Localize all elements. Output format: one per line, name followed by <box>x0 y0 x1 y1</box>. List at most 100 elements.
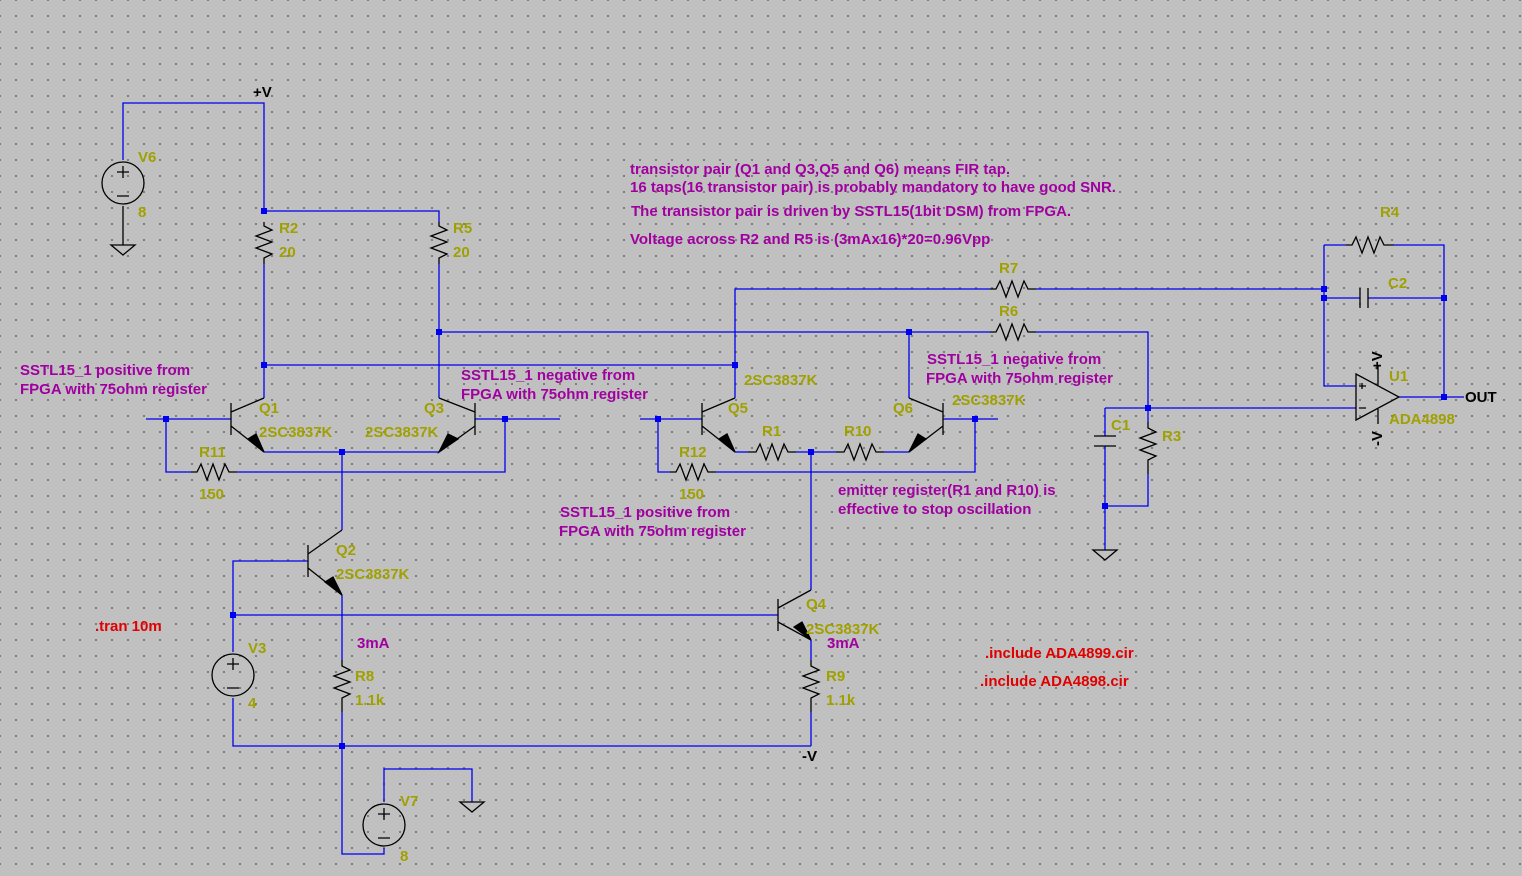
transistor-q5 <box>701 397 736 453</box>
r9-name: R9 <box>826 668 845 685</box>
u1-model: ADA4898 <box>1389 411 1455 428</box>
net-label-vminus: -V <box>802 748 817 765</box>
junction <box>261 362 267 368</box>
junction <box>1145 405 1151 411</box>
c1-name: C1 <box>1111 417 1130 434</box>
junction <box>1102 503 1108 509</box>
r7-name: R7 <box>999 260 1018 277</box>
v3-value: 4 <box>248 695 257 712</box>
r12-name: R12 <box>679 444 707 461</box>
q1-input-note-2: FPGA with 75ohm register <box>20 381 207 398</box>
q5-input-note-1: SSTL15_1 positive from <box>560 504 730 521</box>
r1-name: R1 <box>762 423 781 440</box>
wire-q5-collector-to-r7 <box>734 288 990 398</box>
wires <box>122 102 1464 855</box>
emitter-note-1: emitter register(R1 and R10) is <box>838 482 1056 499</box>
q2-name: Q2 <box>336 542 356 559</box>
resistor-r10 <box>836 442 884 462</box>
note-fir-tap: transistor pair (Q1 and Q3,Q5 and Q6) me… <box>630 161 1010 178</box>
current-note-q2: 3mA <box>357 635 390 652</box>
junction <box>732 362 738 368</box>
voltage-source-v7 <box>362 803 406 847</box>
components <box>101 161 1401 847</box>
r2-value: 20 <box>279 244 296 261</box>
q4-model: 2SC3837K <box>806 621 880 638</box>
q5-model: 2SC3837K <box>744 372 818 389</box>
directive-tran: .tran 10m <box>95 618 162 635</box>
r8-name: R8 <box>355 668 374 685</box>
resistor-r11 <box>191 462 237 482</box>
resistor-r3 <box>1138 422 1158 474</box>
q1-name: Q1 <box>259 400 279 417</box>
r10-name: R10 <box>844 423 872 440</box>
note-voltage: Voltage across R2 and R5 is (3mAx16)*20=… <box>630 231 990 248</box>
r11-name: R11 <box>199 444 226 461</box>
junction <box>1441 295 1447 301</box>
resistor-r12 <box>670 462 716 482</box>
q3-model: 2SC3837K <box>365 424 439 441</box>
q6-name: Q6 <box>893 400 913 417</box>
q3-name: Q3 <box>424 400 444 417</box>
directive-include-ada4898: .include ADA4898.cir <box>980 673 1129 690</box>
resistor-r4 <box>1346 235 1394 255</box>
ground-symbol <box>1091 549 1119 561</box>
c2-name: C2 <box>1388 275 1407 292</box>
junction <box>1321 295 1327 301</box>
wire-c1-r3 <box>1104 407 1149 550</box>
ground-symbol <box>109 206 137 256</box>
u1-name: U1 <box>1389 368 1408 385</box>
q5-input-note-2: FPGA with 75ohm register <box>559 523 746 540</box>
q3-input-note-2: FPGA with 75ohm register <box>461 386 648 403</box>
transistor-q3 <box>437 397 476 454</box>
u1-pin-vplus: +V <box>1369 351 1386 370</box>
junction <box>972 416 978 422</box>
junction <box>339 449 345 455</box>
r2-name: R2 <box>279 220 298 237</box>
junction <box>655 416 661 422</box>
net-label-vplus: +V <box>253 84 272 101</box>
ground-symbol <box>458 801 486 813</box>
junction <box>906 329 912 335</box>
spice-directives: .tran 10m .include ADA4899.cir .include … <box>95 618 1134 690</box>
net-label-out: OUT <box>1465 389 1497 406</box>
voltage-source-v3 <box>211 653 255 697</box>
note-sstl: The transistor pair is driven by SSTL15(… <box>631 203 1071 220</box>
r12-value: 150 <box>679 486 704 503</box>
q6-model: 2SC3837K <box>952 392 1026 409</box>
junction <box>502 416 508 422</box>
junctions <box>163 208 1447 749</box>
wire-r4-loop <box>1324 244 1445 397</box>
r9-value: 1.1k <box>826 692 856 709</box>
comments: transistor pair (Q1 and Q3,Q5 and Q6) me… <box>20 161 1116 652</box>
wire-r5-to-q6 <box>438 264 910 398</box>
q6-input-note-1: SSTL15_1 negative from <box>927 351 1101 368</box>
q1-model: 2SC3837K <box>259 424 333 441</box>
v6-name: V6 <box>138 149 156 166</box>
wire-v7-loop <box>341 746 473 855</box>
v7-name: V7 <box>400 793 418 810</box>
emitter-note-2: effective to stop oscillation <box>838 501 1031 518</box>
r11-value: 150 <box>199 486 224 503</box>
r6-name: R6 <box>999 303 1018 320</box>
current-note-q4: 3mA <box>827 635 860 652</box>
component-labels: V6 8 V3 4 V7 8 R2 20 R5 20 R11 150 R12 1… <box>138 149 1455 865</box>
wire-r12-loop <box>657 419 976 473</box>
q3-input-note-1: SSTL15_1 negative from <box>461 367 635 384</box>
net-labels: +V -V OUT <box>253 84 1497 765</box>
r4-name: R4 <box>1380 204 1400 221</box>
wire-r2-to-q5 <box>263 264 735 366</box>
resistor-r2 <box>254 222 274 264</box>
junction <box>230 612 236 618</box>
r5-value: 20 <box>453 244 470 261</box>
junction <box>1321 286 1327 292</box>
resistor-r8 <box>332 660 352 712</box>
junction <box>808 449 814 455</box>
q2-model: 2SC3837K <box>336 566 410 583</box>
r8-value: 1.1k <box>355 692 385 709</box>
junction <box>163 416 169 422</box>
junction <box>339 743 345 749</box>
q6-input-note-2: FPGA with 75ohm register <box>926 370 1113 387</box>
note-taps: 16 taps(16 transistor pair) is probably … <box>630 179 1116 196</box>
junction <box>261 208 267 214</box>
